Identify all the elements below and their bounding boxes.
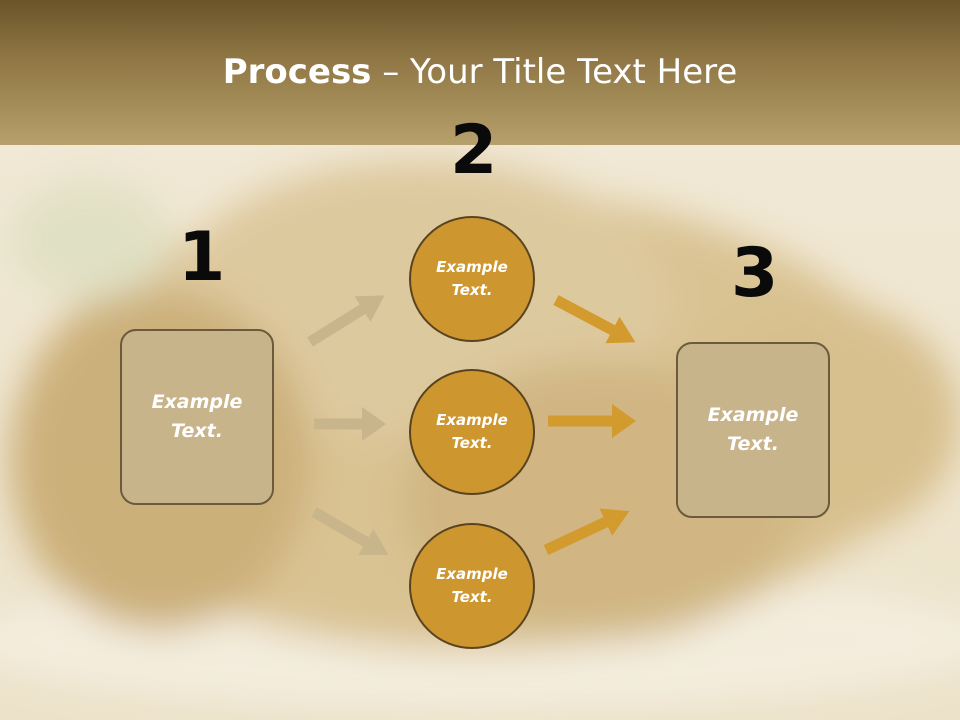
arrow-from-top-circle [553,295,636,344]
circle-text-middle: Example Text. [436,411,508,452]
step-number-3: 3 [731,234,779,313]
title-bold: Process [222,52,372,92]
step-number-1: 1 [178,218,226,297]
step-3-box: Example Text. [676,342,830,518]
step-1-text: Example Text. [151,391,243,442]
arrow-to-bottom-circle [311,507,389,555]
step-2-circle-bottom: Example Text. [409,523,535,649]
circle-text-top: Example Text. [436,258,508,299]
step-1-box: Example Text. [120,329,274,505]
circle-text-bottom: Example Text. [436,565,508,606]
title-rest: – Your Title Text Here [371,52,738,92]
step-2-circle-middle: Example Text. [409,369,535,495]
slide-title: Process – Your Title Text Here [0,52,960,92]
step-number-2: 2 [450,111,498,190]
arrow-from-bottom-circle [543,508,630,555]
arrow-to-top-circle [307,295,385,347]
title-bar [0,0,960,145]
step-2-circle-top: Example Text. [409,216,535,342]
arrow-from-middle-circle [548,404,636,438]
arrow-to-middle-circle [314,407,386,441]
step-3-text: Example Text. [707,404,799,455]
